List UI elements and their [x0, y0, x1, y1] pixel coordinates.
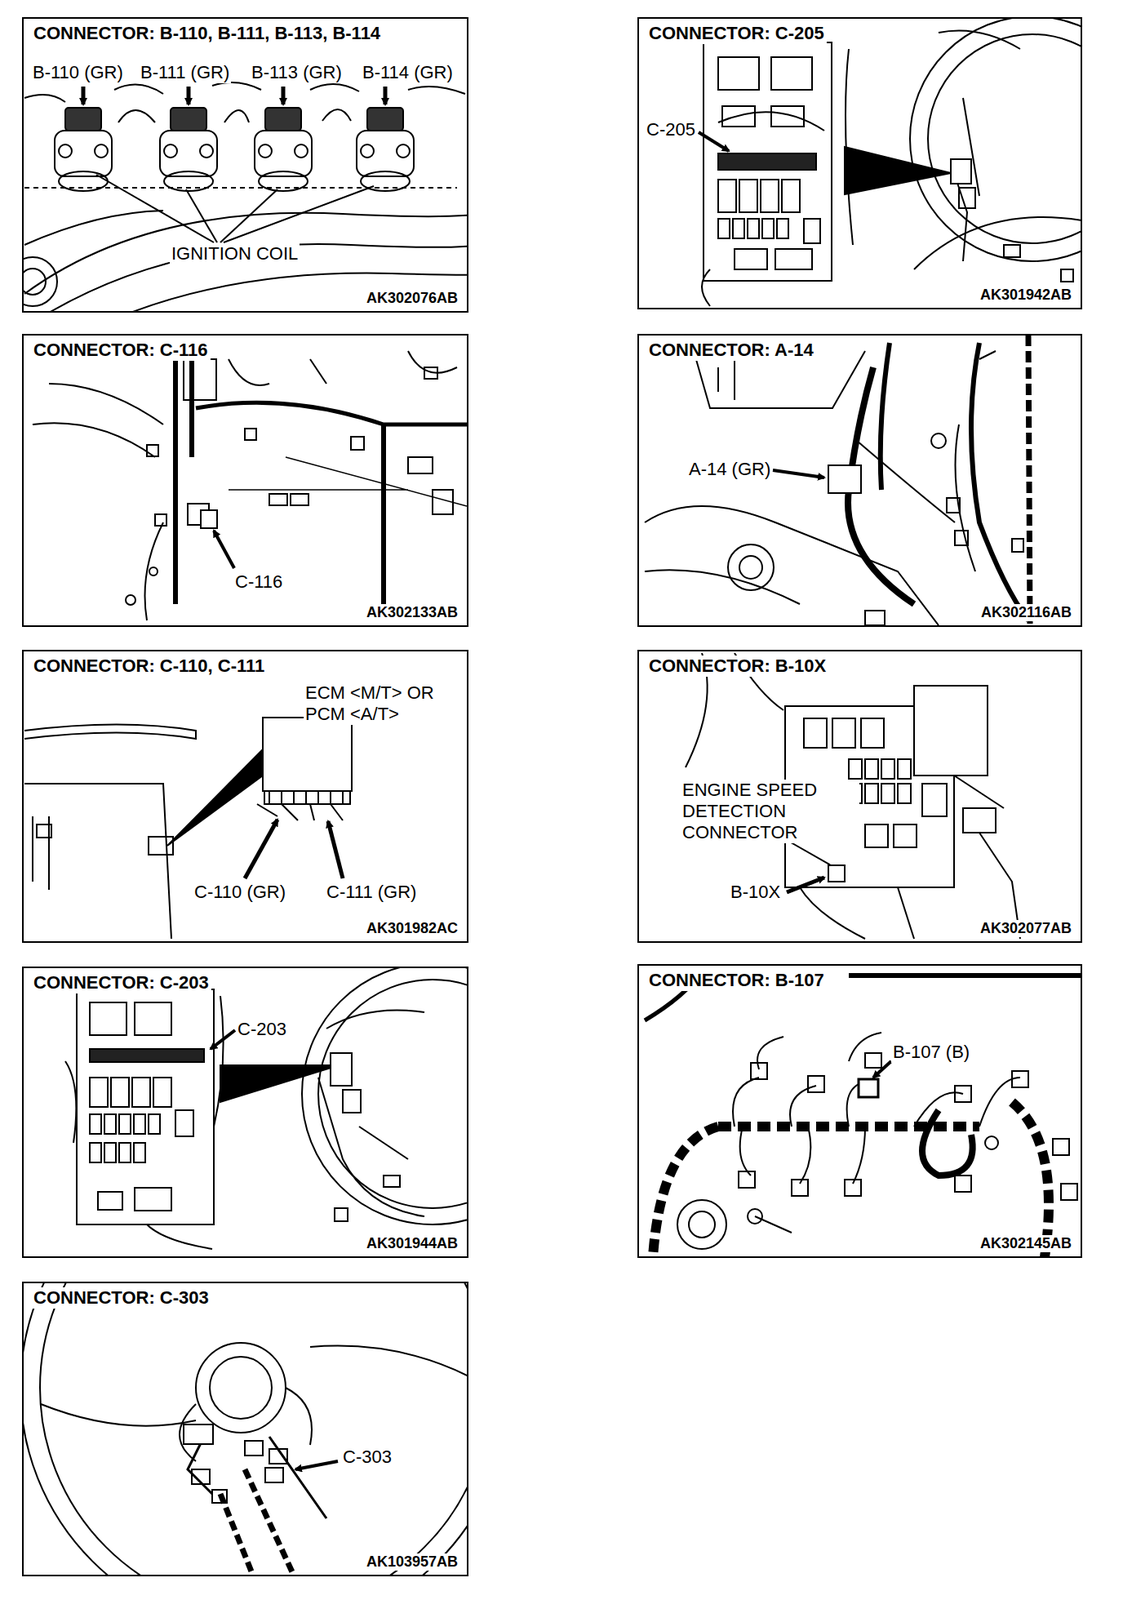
- connector-callout: C-205: [644, 119, 697, 141]
- figure-code: AK103957AB: [363, 1553, 461, 1571]
- figure-code: AK302076AB: [363, 289, 461, 307]
- panel-heading: CONNECTOR: B-107: [646, 969, 827, 991]
- panel-heading: CONNECTOR: B-10X: [646, 655, 829, 677]
- panel-heading: CONNECTOR: C-203: [31, 972, 212, 994]
- figure-code: AK301944AB: [363, 1234, 461, 1252]
- connector-panel: CONNECTOR: C-303AK103957AB: [22, 1281, 469, 1576]
- connector-callout: A-14 (GR): [687, 458, 773, 480]
- connector-callout: B-10X: [728, 881, 782, 903]
- panel-heading: CONNECTOR: C-110, C-111: [31, 655, 267, 677]
- connector-callout: B-111 (GR): [138, 62, 231, 84]
- connector-callout: B-114 (GR): [360, 62, 455, 84]
- connector-callout: C-116: [233, 571, 285, 593]
- panel-heading: CONNECTOR: A-14: [646, 339, 817, 361]
- panel-heading: CONNECTOR: C-205: [646, 22, 827, 45]
- panel-heading: CONNECTOR: B-110, B-111, B-113, B-114: [31, 22, 383, 45]
- connector-callout: B-113 (GR): [249, 62, 344, 84]
- figure-code: AK302145AB: [977, 1234, 1075, 1252]
- connector-callout: IGNITION COIL: [169, 243, 300, 265]
- connector-callout: B-107 (B): [891, 1041, 972, 1063]
- connector-callout: C-203: [235, 1018, 289, 1040]
- figure-code: AK302116AB: [978, 603, 1075, 622]
- panel-heading: CONNECTOR: C-303: [31, 1287, 212, 1309]
- connector-callout: ECM <M/T> OR PCM <A/T>: [303, 682, 444, 725]
- connector-callout: C-110 (GR): [192, 881, 288, 903]
- connector-callout: C-303: [341, 1446, 394, 1468]
- connector-callout: ENGINE SPEED DETECTION CONNECTOR: [680, 779, 860, 844]
- figure-code: AK301942AB: [977, 286, 1075, 304]
- connector-panel: CONNECTOR: C-205AK301942AB: [637, 17, 1083, 310]
- connector-callout: C-111 (GR): [324, 881, 418, 903]
- figure-code: AK301982AC: [363, 919, 461, 937]
- connector-panel: CONNECTOR: A-14AK302116AB: [637, 333, 1083, 627]
- connector-panel: CONNECTOR: C-203AK301944AB: [22, 966, 469, 1258]
- connector-panel: CONNECTOR: B-107AK302145AB: [637, 963, 1083, 1258]
- panel-heading: CONNECTOR: C-116: [31, 339, 211, 361]
- figure-code: AK302077AB: [977, 919, 1075, 937]
- connector-callout: B-110 (GR): [31, 62, 125, 84]
- figure-code: AK302133AB: [363, 603, 461, 622]
